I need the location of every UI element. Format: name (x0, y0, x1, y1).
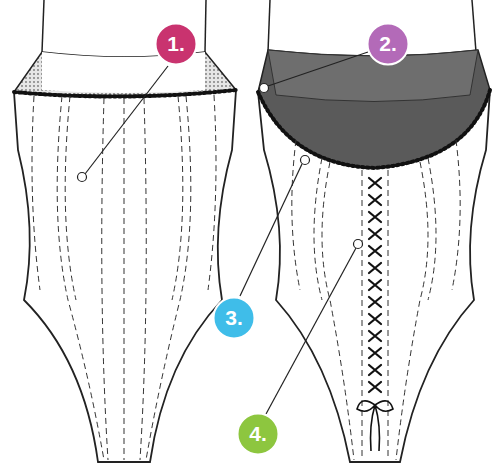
callout-number: 4. (236, 412, 280, 456)
callout-number: 1. (154, 22, 198, 66)
callout-circle: 1. (154, 22, 198, 66)
callout-number: 2. (366, 22, 410, 66)
callout-circle: 4. (236, 412, 280, 456)
callout-number: 3. (212, 296, 256, 340)
callout-circle: 3. (212, 296, 256, 340)
callout-circle: 2. (366, 22, 410, 66)
